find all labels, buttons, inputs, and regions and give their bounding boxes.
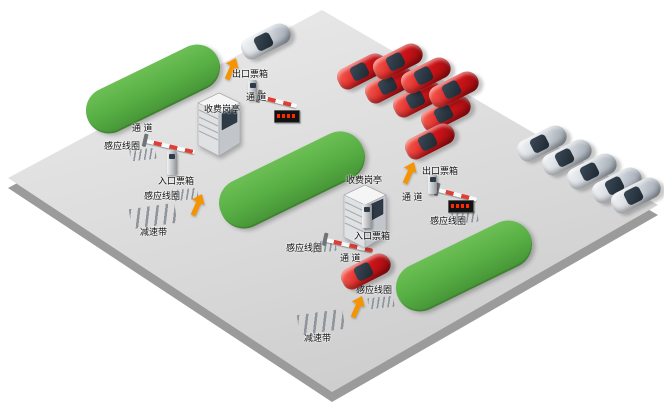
car-windshield bbox=[252, 31, 275, 53]
toll-booth-structure bbox=[196, 90, 242, 158]
car-windshield bbox=[384, 51, 407, 73]
label-induction-loop: 感应线圈 bbox=[430, 216, 467, 226]
arrow-shaft bbox=[190, 201, 201, 217]
entry-ticket-box bbox=[362, 204, 372, 228]
car-windshield bbox=[622, 185, 645, 207]
car-windshield bbox=[348, 61, 371, 83]
exit-ticket-box bbox=[428, 174, 437, 194]
label-induction-loop: 感应线圈 bbox=[286, 243, 323, 253]
label-induction-loop: 感应线圈 bbox=[144, 191, 181, 201]
car-windshield bbox=[440, 79, 463, 101]
label-toll-booth: 收费岗亭 bbox=[204, 104, 241, 114]
exit-ticket-box bbox=[248, 80, 257, 100]
car-windshield bbox=[578, 161, 601, 183]
led-display bbox=[448, 200, 474, 213]
label-induction-loop: 感应线圈 bbox=[356, 285, 393, 295]
label-lane: 通 道 bbox=[132, 123, 153, 133]
label-lane: 通 道 bbox=[340, 253, 361, 263]
label-lane: 通 道 bbox=[402, 192, 423, 202]
car-windshield bbox=[412, 65, 435, 87]
label-entry-box: 入口票箱 bbox=[158, 176, 195, 186]
label-lane: 通 道 bbox=[246, 92, 267, 102]
label-entry-box: 入口票箱 bbox=[354, 231, 391, 241]
label-exit-box: 出口票箱 bbox=[422, 166, 459, 176]
car-windshield bbox=[553, 147, 576, 169]
led-text-dots bbox=[451, 204, 471, 208]
car-windshield bbox=[352, 261, 375, 283]
led-display bbox=[274, 110, 300, 123]
entry-ticket-box bbox=[167, 151, 177, 175]
car-windshield bbox=[528, 133, 551, 155]
label-induction-loop: 感应线圈 bbox=[104, 141, 141, 151]
car-windshield bbox=[416, 131, 439, 153]
label-toll-booth: 收费岗亭 bbox=[346, 175, 383, 185]
led-text-dots bbox=[277, 114, 297, 118]
label-speed-bump: 减速带 bbox=[304, 333, 332, 343]
label-exit-box: 出口票箱 bbox=[232, 69, 269, 79]
arrow-shaft bbox=[402, 169, 413, 185]
toll-booth-drawing bbox=[197, 92, 241, 157]
arrow-shaft bbox=[350, 303, 361, 319]
label-speed-bump: 减速带 bbox=[140, 227, 168, 237]
